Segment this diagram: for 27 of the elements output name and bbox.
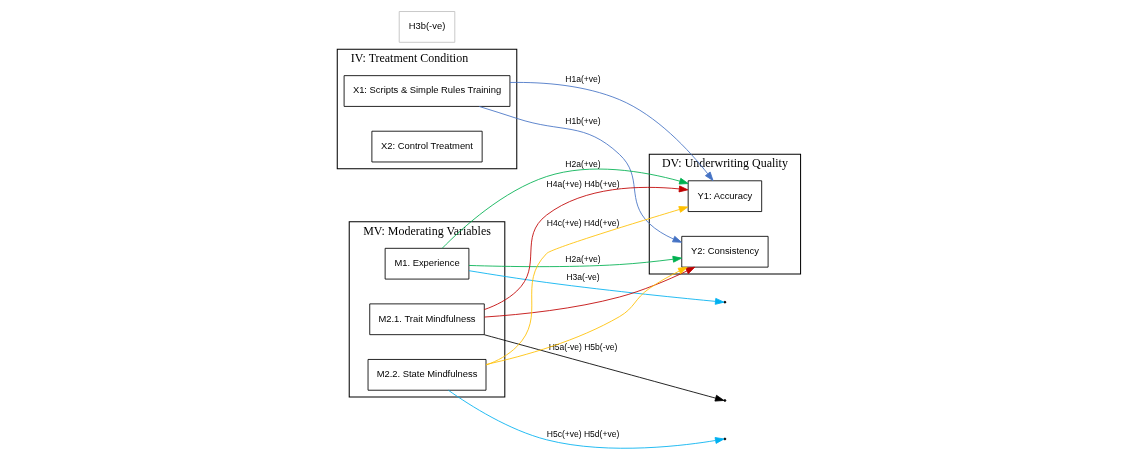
edge-label: H2a(+ve) [564, 159, 601, 170]
edge-label: H1b(+ve) [564, 115, 601, 126]
arrow [441, 168, 689, 249]
edge-label: H1a(+ve) [564, 73, 601, 84]
node-box: M2.1. Trait Mindfulness [368, 303, 485, 336]
edge-label: H4c(+ve) H4d(+ve) [546, 218, 619, 229]
edge-label: H4a(+ve) H4b(+ve) [546, 178, 620, 189]
arrow [483, 266, 695, 318]
node-box: M2.2. State Mindfulness [367, 359, 486, 391]
arrow [483, 334, 724, 402]
node-box: Y1: Accuracy [687, 180, 762, 212]
arrow [483, 185, 688, 310]
edge-label: H5c(+ve) H5d(+ve) [546, 429, 619, 440]
edge-label: H2a(+ve) [564, 254, 601, 264]
edge-label: H5a(-ve) H5b(-ve) [548, 342, 617, 353]
arrow [468, 255, 682, 268]
node-box: M1. Experience [384, 247, 469, 280]
node-box: X1: Scripts & Simple Rules Training [343, 75, 510, 107]
edge-label: H3a(-ve) [565, 271, 600, 282]
label: H3b(-ve) [408, 20, 445, 32]
arrow [485, 206, 688, 366]
node-box: X2: Control Treatment [370, 130, 483, 163]
node-box: Y2: Consistency [680, 235, 769, 268]
arrow [509, 82, 713, 181]
arrow [468, 270, 724, 305]
arrow [485, 266, 687, 365]
arrow [478, 106, 682, 243]
